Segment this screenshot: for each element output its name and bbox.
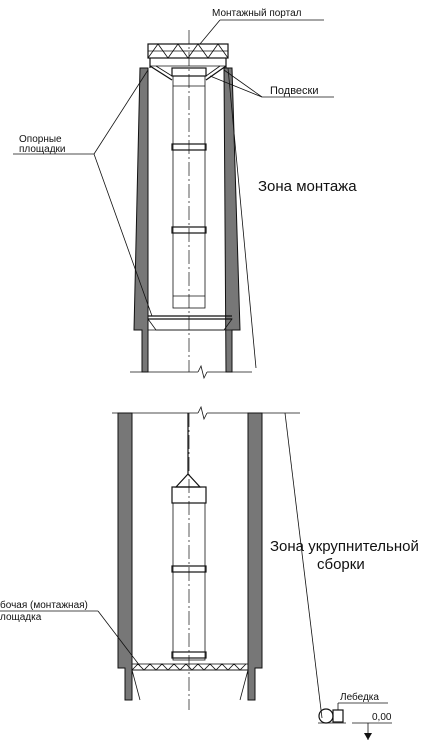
- lower-section: [0, 405, 392, 740]
- upper-right-rope: [227, 67, 257, 369]
- zero-level-mark: [352, 722, 392, 740]
- hangers: [149, 65, 227, 81]
- label-support-platforms-2: площадки: [19, 144, 66, 155]
- lower-cylinder: [171, 473, 207, 661]
- lower-left-wall: [117, 412, 133, 701]
- label-support-platforms-1: Опорные: [19, 134, 62, 145]
- upper-left-wall: [133, 67, 149, 373]
- mounting-portal: [147, 43, 229, 68]
- label-winch: Лебедка: [340, 691, 379, 703]
- lower-break-line: [112, 405, 300, 421]
- winch-rope: [284, 412, 323, 719]
- label-hangers: Подвески: [270, 85, 319, 97]
- label-mounting-zone: Зона монтажа: [258, 178, 357, 195]
- upper-break-line: [130, 364, 252, 380]
- label-work-platform-1: бочая (монтажная): [0, 599, 88, 611]
- work-platform: [131, 663, 249, 701]
- lower-right-wall: [247, 412, 263, 701]
- label-preassembly-zone-1: Зона укрупнительной: [270, 538, 419, 555]
- label-preassembly-zone-2: сборки: [317, 556, 365, 573]
- label-zero-mark: 0,00: [372, 712, 392, 723]
- label-mounting-portal: Монтажный портал: [212, 8, 302, 19]
- upper-section: [13, 19, 334, 380]
- label-work-platform-2: лощадка: [0, 612, 42, 623]
- winch-icon: [318, 703, 346, 724]
- upper-support-platform: [147, 315, 233, 331]
